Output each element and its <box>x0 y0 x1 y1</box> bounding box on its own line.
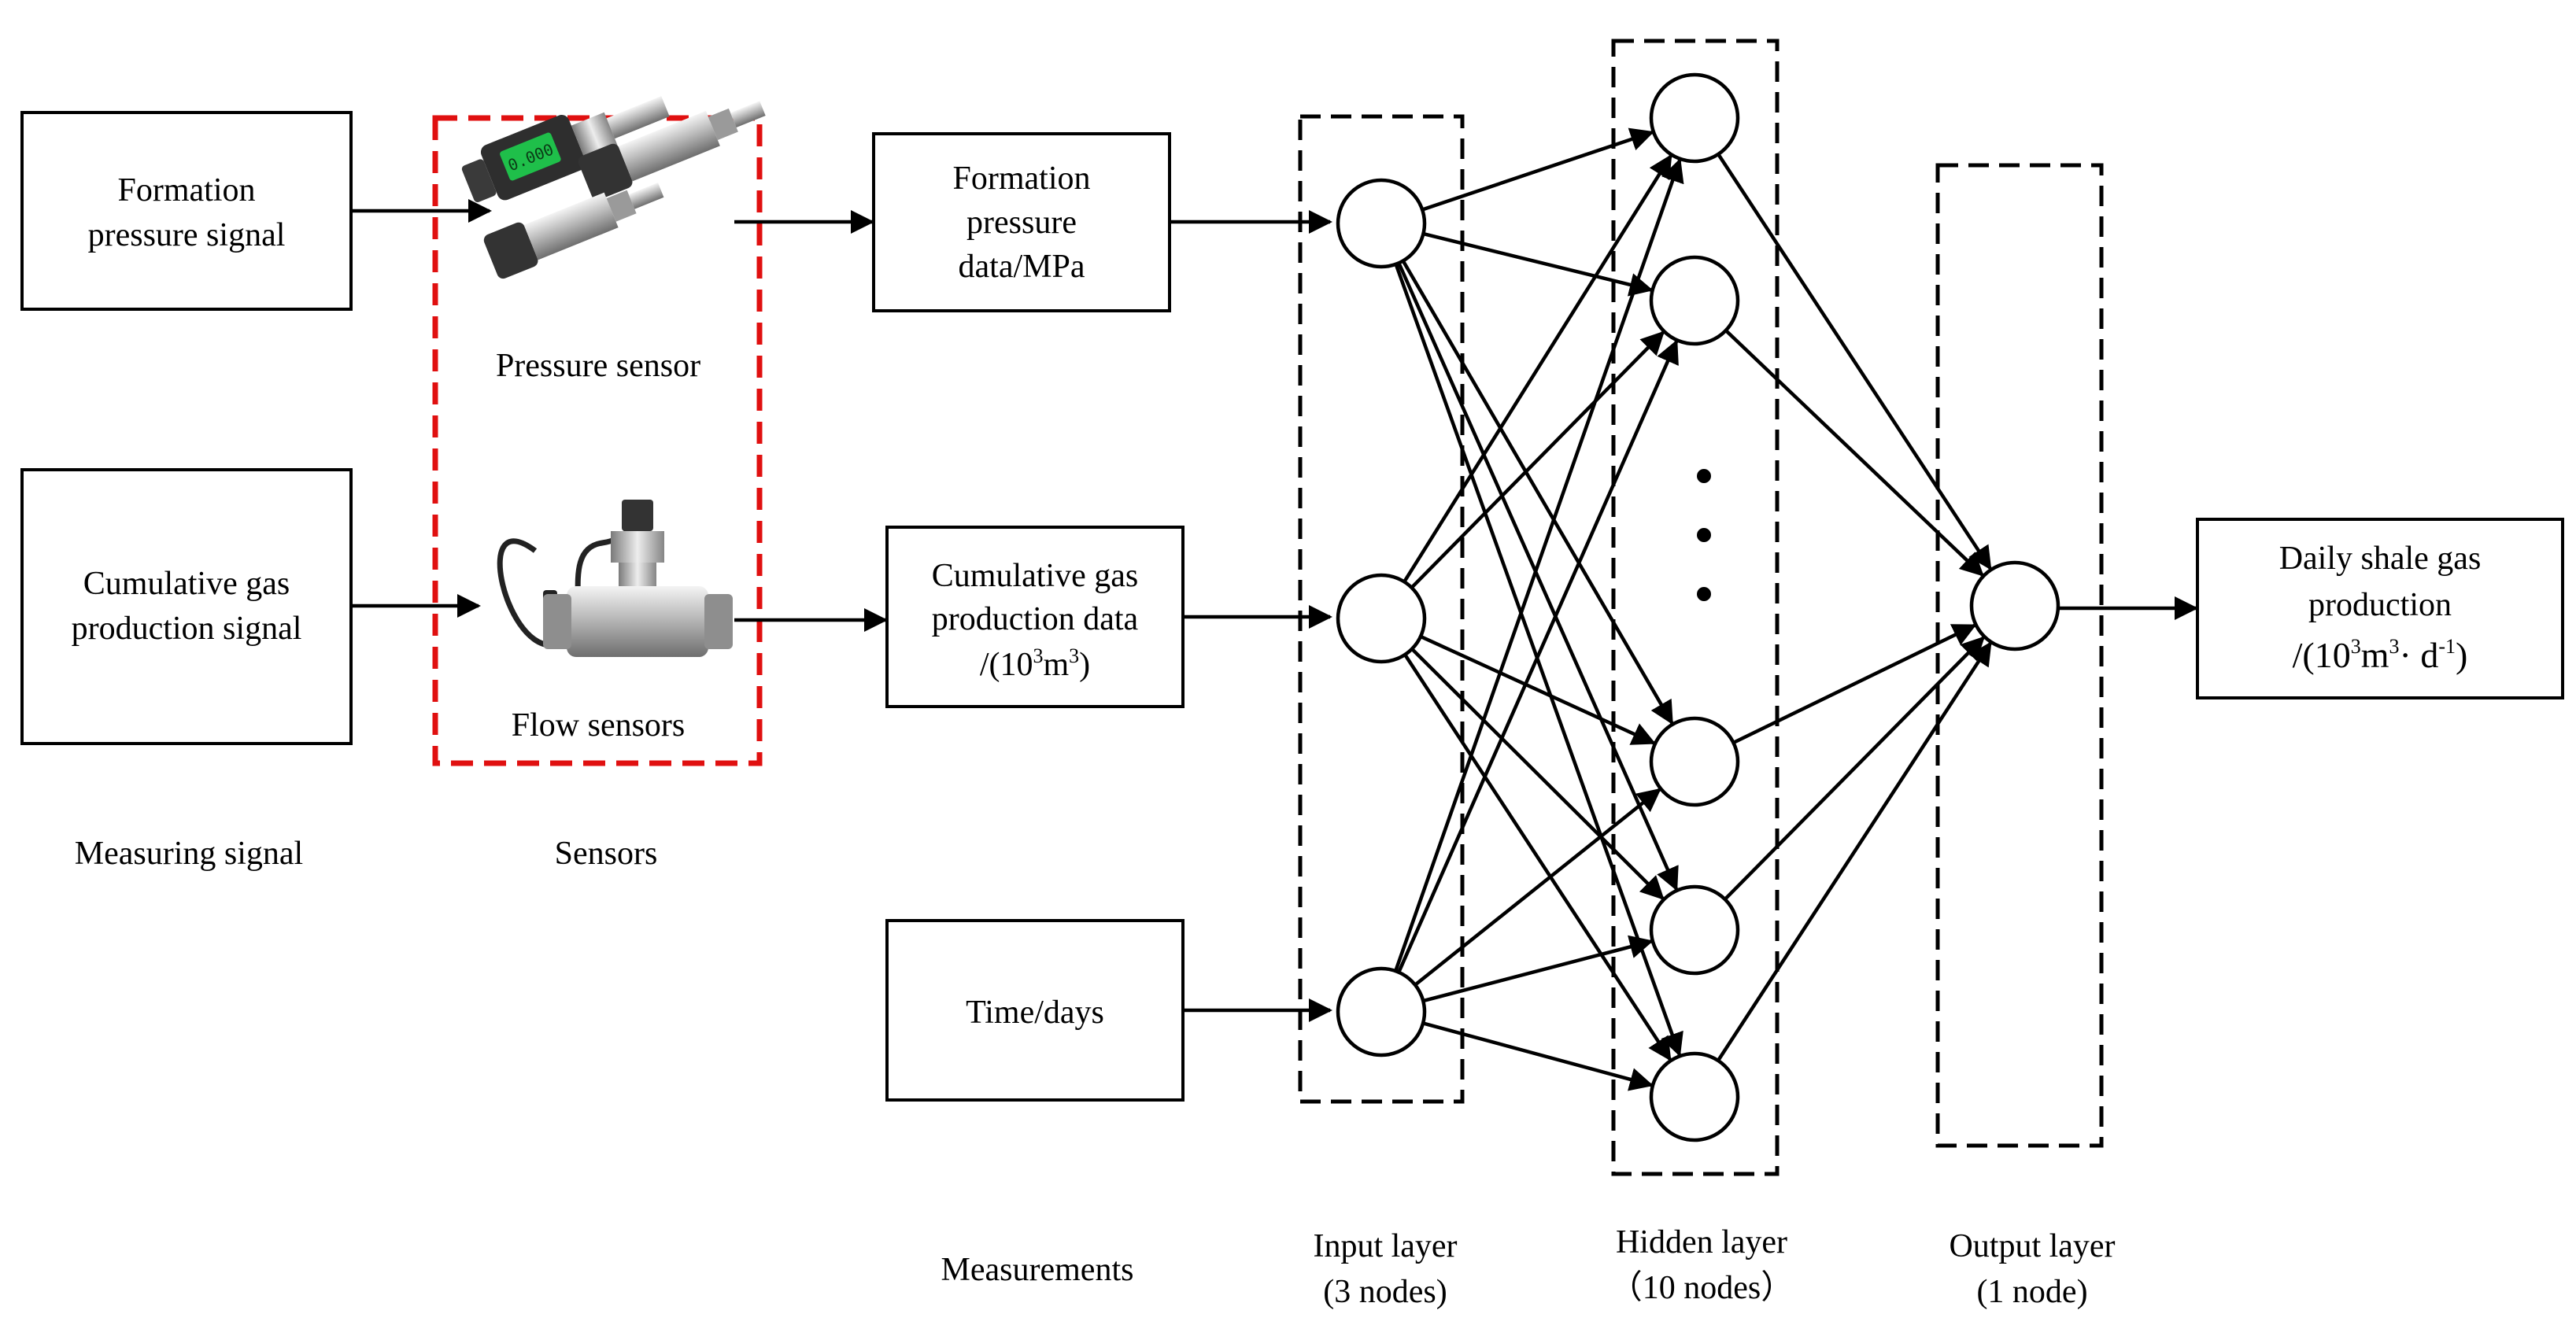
edge-input-to-hidden <box>1422 1021 1654 1091</box>
cumulative-signal-line2: production signal <box>72 611 302 647</box>
daily-shale-gas-production-box: Daily shale gas production /(103m3· d-1) <box>2196 518 2564 699</box>
edge-input-to-hidden <box>1422 231 1654 297</box>
formation-signal-line1: Formation <box>118 172 256 209</box>
input-node-formation-pressure <box>1336 178 1427 269</box>
edge-input-to-hidden <box>1397 262 1679 891</box>
ellipsis-dot <box>1697 587 1711 601</box>
edge-input-to-hidden <box>1420 634 1656 745</box>
edge-hidden-to-output <box>1732 623 1977 744</box>
hidden-node <box>1649 1051 1740 1142</box>
cumulative-data-line2: production data <box>932 601 1139 637</box>
time-days-label: Time/days <box>966 995 1104 1031</box>
caption-measuring-signal: Measuring signal <box>75 836 303 872</box>
caption-sensors: Sensors <box>555 836 658 872</box>
edge-input-to-hidden <box>1410 330 1665 589</box>
network-connections <box>1394 127 1992 1091</box>
ellipsis-dot <box>1697 469 1711 483</box>
output-layer-box <box>1935 163 2104 1148</box>
flow-sensor-image <box>497 500 733 657</box>
caption-measurements: Measurements <box>941 1252 1134 1288</box>
edge-input-to-hidden <box>1410 648 1665 900</box>
pressure-sensor-image: 0.000 <box>461 96 766 279</box>
edge-input-to-hidden <box>1401 260 1674 725</box>
formation-data-line3: data/MPa <box>959 249 1085 285</box>
formation-pressure-data-box: Formation pressure data/MPa <box>872 132 1171 312</box>
input-layer-box <box>1298 114 1465 1104</box>
edge-hidden-to-output <box>1724 636 1986 901</box>
input-node-cumulative-gas <box>1336 573 1427 664</box>
cumulative-data-line1: Cumulative gas <box>932 558 1138 594</box>
edge-input-to-hidden <box>1397 339 1679 973</box>
cumulative-data-unit: /(103m3) <box>980 644 1090 683</box>
edge-hidden-to-output <box>1717 153 1992 570</box>
formation-data-line2: pressure <box>966 205 1077 241</box>
hidden-node <box>1649 716 1740 807</box>
hidden-node <box>1649 72 1740 164</box>
hidden-node <box>1649 255 1740 346</box>
gauge-display <box>500 132 561 181</box>
formation-data-line1: Formation <box>953 161 1091 197</box>
time-days-box: Time/days <box>885 919 1185 1102</box>
formation-signal-line2: pressure signal <box>88 217 286 253</box>
cumulative-gas-production-data-box: Cumulative gas production data /(103m3) <box>885 526 1185 708</box>
cumulative-gas-production-signal-box: Cumulative gas production signal <box>20 468 353 745</box>
cumulative-signal-line1: Cumulative gas <box>83 566 290 602</box>
caption-hidden-layer-line2: （10 nodes） <box>1610 1270 1794 1306</box>
edge-hidden-to-output <box>1717 641 1992 1062</box>
caption-input-layer-line2: (3 nodes) <box>1323 1274 1447 1310</box>
edge-input-to-hidden <box>1403 653 1672 1061</box>
edge-input-to-hidden <box>1414 788 1661 987</box>
output-box-line1: Daily shale gas <box>2279 541 2482 577</box>
caption-output-layer-line2: (1 node) <box>1976 1274 2087 1310</box>
input-node-time <box>1336 966 1427 1057</box>
hidden-node <box>1649 884 1740 976</box>
edge-input-to-hidden <box>1421 127 1654 212</box>
edge-input-to-hidden <box>1403 153 1672 583</box>
pressure-sensor-label: Pressure sensor <box>496 348 700 384</box>
formation-pressure-signal-box: Formation pressure signal <box>20 111 353 311</box>
caption-hidden-layer-line1: Hidden layer <box>1616 1224 1787 1260</box>
edge-hidden-to-output <box>1724 329 1984 577</box>
output-box-unit: /(103m3· d-1) <box>2293 635 2468 675</box>
flow-sensor-label: Flow sensors <box>512 707 686 744</box>
sensor-group-border <box>432 115 763 766</box>
output-box-line2: production <box>2308 587 2452 623</box>
hidden-layer-box <box>1611 39 1780 1176</box>
caption-input-layer-line1: Input layer <box>1313 1228 1457 1264</box>
caption-output-layer-line1: Output layer <box>1949 1228 2115 1264</box>
output-node <box>1969 560 2060 651</box>
edge-input-to-hidden <box>1422 935 1654 1003</box>
edge-input-to-hidden <box>1394 157 1684 972</box>
ellipsis-dot <box>1697 528 1711 542</box>
